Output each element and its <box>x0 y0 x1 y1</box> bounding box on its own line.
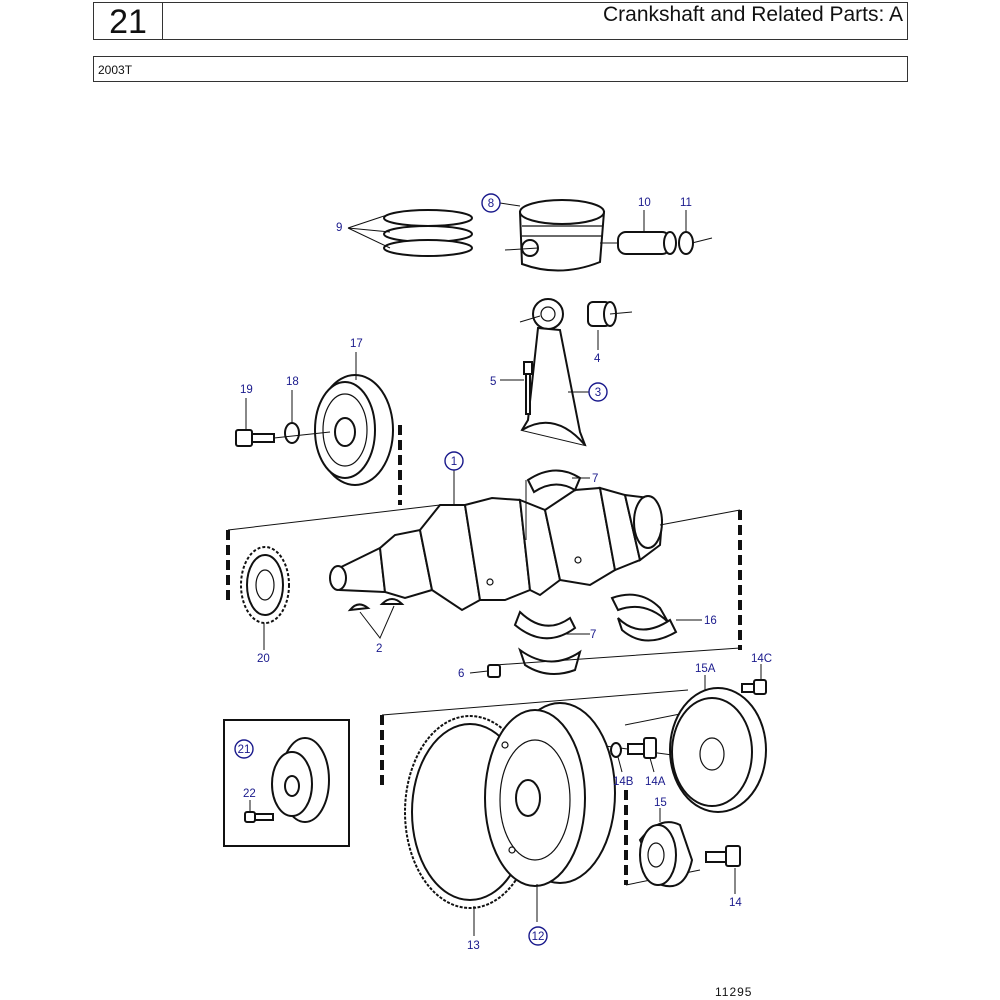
callout-14b: 14B <box>613 776 634 788</box>
callout-5: 5 <box>490 376 496 388</box>
pulley-washer <box>284 422 300 444</box>
piston-pin <box>617 231 677 255</box>
connecting-rod-bolt <box>523 361 533 415</box>
hub-bolt <box>705 845 741 867</box>
callout-20: 20 <box>257 653 270 665</box>
callout-1-circle <box>444 451 464 471</box>
connecting-rod-nut <box>487 664 501 678</box>
callout-10: 10 <box>638 197 651 209</box>
coupling-hub <box>638 821 694 888</box>
callout-14a: 14A <box>645 776 666 788</box>
alternative-pulley-bolt <box>244 811 274 823</box>
coupling-screw <box>741 679 767 695</box>
page-title: Crankshaft and Related Parts: A <box>162 2 908 40</box>
flexible-coupling <box>669 687 767 813</box>
callout-19: 19 <box>240 384 253 396</box>
flywheel-bolt <box>627 737 657 759</box>
callout-7-upper: 7 <box>592 473 598 485</box>
callout-18: 18 <box>286 376 299 388</box>
callout-15: 15 <box>654 797 667 809</box>
callout-21: 21 <box>238 744 251 756</box>
callout-16: 16 <box>704 615 717 627</box>
callout-14: 14 <box>729 897 742 909</box>
flywheel <box>484 702 616 887</box>
callout-7-lower: 7 <box>590 629 596 641</box>
flywheel-washer <box>610 742 622 758</box>
callout-21-circle <box>234 739 254 759</box>
model-label: 2003T <box>93 56 908 82</box>
crankshaft-gear <box>240 546 290 624</box>
callout-22: 22 <box>243 788 256 800</box>
circlip <box>678 231 694 255</box>
section-number: 21 <box>93 2 163 41</box>
callout-2: 2 <box>376 643 382 655</box>
callout-14c: 14C <box>751 653 772 665</box>
callout-3-circle <box>588 382 608 402</box>
callout-4: 4 <box>594 353 601 365</box>
callout-9: 9 <box>336 222 342 234</box>
callout-3: 3 <box>595 387 601 399</box>
drawing-number: 11295 <box>715 985 753 999</box>
callout-12: 12 <box>532 931 545 943</box>
callout-8: 8 <box>488 198 494 210</box>
callout-13: 13 <box>467 940 480 952</box>
connecting-rod <box>520 298 587 447</box>
callout-11: 11 <box>680 197 692 209</box>
callout-12-circle <box>528 926 548 946</box>
callout-1: 1 <box>451 456 457 468</box>
piston <box>518 199 606 272</box>
callout-15a: 15A <box>695 663 716 675</box>
piston-rings <box>383 209 473 257</box>
woodruff-keys <box>347 598 405 612</box>
crankshaft <box>329 486 664 612</box>
callout-17: 17 <box>350 338 363 350</box>
main-bearing-lower <box>513 610 582 675</box>
thrust-washers <box>610 593 678 642</box>
pulley-bolt <box>235 429 275 447</box>
alternative-pulley <box>271 737 330 823</box>
callout-8-circle <box>481 193 501 213</box>
crankshaft-pulley <box>314 374 394 486</box>
callout-6: 6 <box>458 668 464 680</box>
main-bearing-upper <box>526 469 582 494</box>
